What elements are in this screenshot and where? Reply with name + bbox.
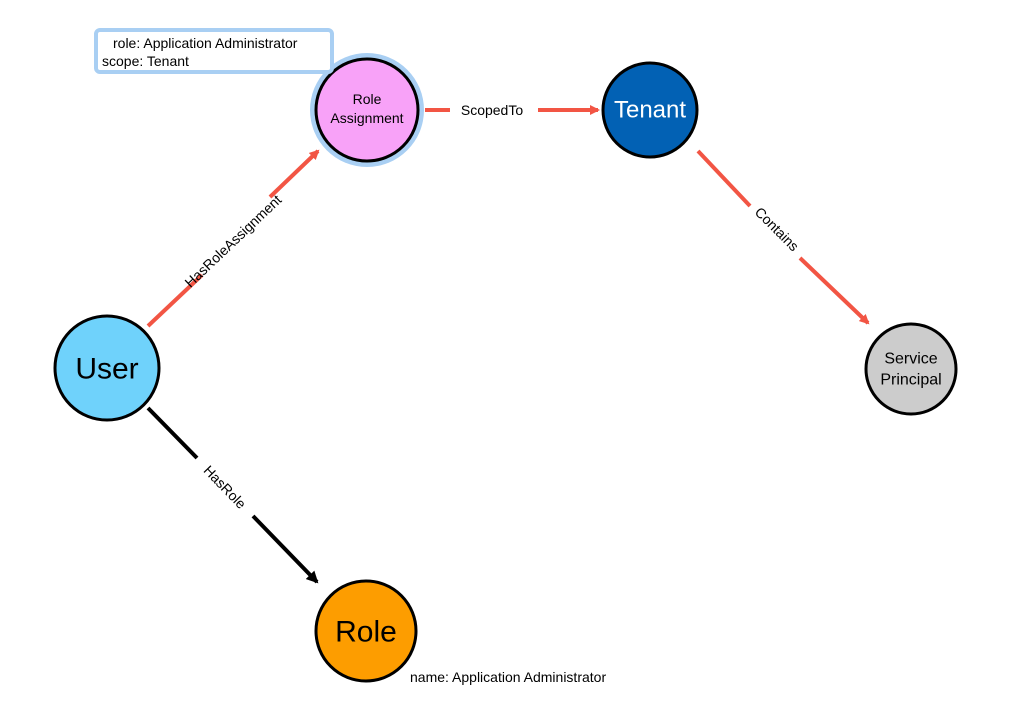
role-node[interactable]: Role <box>314 579 418 683</box>
tenant-node[interactable]: Tenant <box>601 61 699 159</box>
role-label: Role <box>335 616 397 649</box>
role-property-name: name: Application Administrator <box>410 669 606 685</box>
role-assignment-property-scope: scope: Tenant <box>102 53 189 69</box>
role-assignment-property-role: role: Application Administrator <box>113 35 298 51</box>
edge-has-role[interactable]: HasRole <box>146 406 319 584</box>
edge-label-has-role: HasRole <box>201 462 250 512</box>
edge-label-contains: Contains <box>752 204 802 254</box>
tenant-label: Tenant <box>614 97 686 124</box>
user-node[interactable]: User <box>53 314 161 422</box>
role-assignment-label-line-1: Role <box>353 91 382 107</box>
service-principal-node[interactable]: Service Principal <box>864 322 958 416</box>
service-principal-label-line-1: Service <box>884 351 937 368</box>
user-label: User <box>75 353 138 386</box>
edge-label-scoped-to: ScopedTo <box>461 102 523 118</box>
edge-label-has-role-assignment: HasRoleAssignment <box>181 191 284 290</box>
edge-contains[interactable]: Contains <box>696 149 870 325</box>
service-principal-label-line-2: Principal <box>880 372 941 389</box>
edge-scoped-to[interactable]: ScopedTo <box>425 102 600 118</box>
role-assignment-label-line-2: Assignment <box>330 110 403 126</box>
edge-has-role-assignment[interactable]: HasRoleAssignment <box>146 149 320 328</box>
role-assignment-properties: role: Application Administrator scope: T… <box>94 28 334 74</box>
role-assignment-node[interactable]: Role Assignment <box>310 53 424 167</box>
